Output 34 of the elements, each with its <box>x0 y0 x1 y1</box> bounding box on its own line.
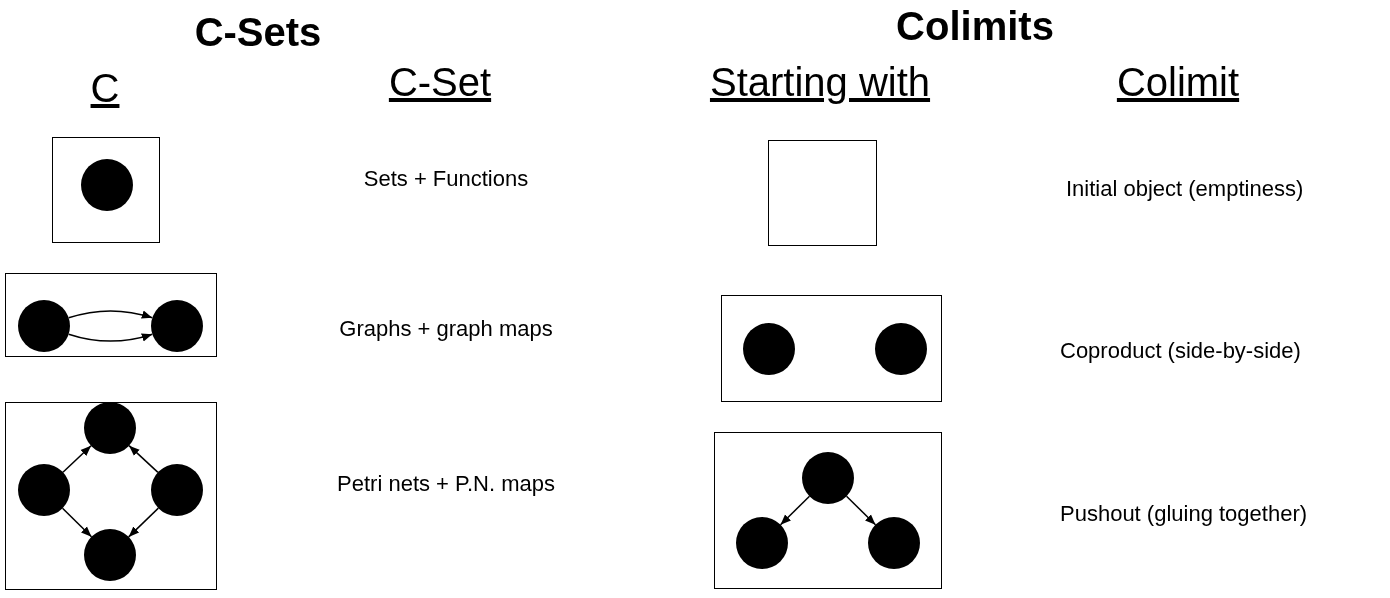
dot <box>150 299 203 352</box>
description-text: Pushout (gluing together) <box>1060 500 1308 528</box>
diagram-box <box>721 295 942 402</box>
dot <box>83 401 136 454</box>
diagram-box <box>52 137 160 243</box>
section-title: C-Sets <box>194 9 322 56</box>
description-text: Coproduct (side-by-side) <box>1060 337 1301 365</box>
arrow <box>67 333 154 342</box>
description-text: Initial object (emptiness) <box>1066 175 1304 203</box>
arrow <box>779 495 811 526</box>
dot <box>17 463 70 516</box>
dot <box>867 516 920 569</box>
diagram-box <box>5 273 217 357</box>
description-text: Graphs + graph maps <box>339 315 553 343</box>
description-text: Petri nets + P.N. maps <box>337 470 555 498</box>
column-heading: Starting with <box>709 59 931 106</box>
column-heading: C <box>90 65 120 112</box>
diagram-box <box>768 140 877 246</box>
column-heading: C-Set <box>388 59 492 106</box>
dot <box>735 516 788 569</box>
column-heading: Colimit <box>1116 59 1240 106</box>
arrow <box>128 444 159 474</box>
diagram-box <box>714 432 942 589</box>
arrow <box>127 507 160 538</box>
dot <box>150 463 203 516</box>
arrow <box>62 445 92 473</box>
dot <box>83 528 136 581</box>
dot <box>801 451 854 504</box>
section-title: Colimits <box>896 3 1054 50</box>
description-text: Sets + Functions <box>363 165 529 193</box>
arrow <box>61 507 93 538</box>
diagram-box <box>5 402 217 590</box>
arrow <box>845 495 877 526</box>
arrow <box>67 310 154 319</box>
